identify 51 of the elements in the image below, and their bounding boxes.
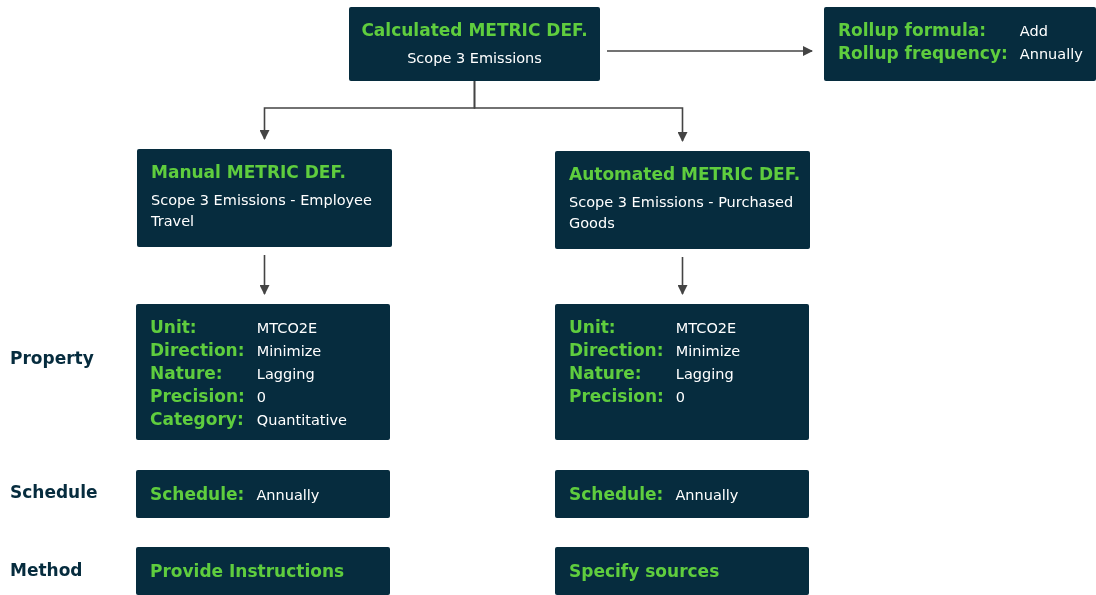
arrow (259, 254, 270, 295)
metric-box (136, 547, 390, 595)
metric-box (555, 304, 809, 440)
box-title: Automated METRIC DEF. (569, 163, 801, 185)
property-key: Precision: (150, 385, 245, 407)
property-key: Precision: (569, 385, 664, 407)
property-value: 0 (675, 388, 687, 407)
property-value: Quantitative (256, 411, 347, 430)
property-key: Rollup formula: (838, 19, 1008, 41)
metric-box (555, 547, 809, 595)
property-value: MTCO2E (256, 319, 319, 338)
property-value: Minimize (675, 342, 741, 361)
box-description: Scope 3 Emissions - Employee Travel (151, 191, 373, 231)
property-key: Unit: (150, 316, 245, 338)
property-key: Schedule: (569, 482, 664, 505)
metric-box (137, 149, 392, 247)
property-key: Schedule: (150, 482, 245, 505)
arrow (606, 46, 813, 56)
property-value: Minimize (256, 342, 323, 361)
box-description: Scope 3 Emissions (407, 49, 542, 68)
box-title: Provide Instructions (150, 560, 345, 582)
row-label: Property (10, 348, 94, 368)
row-label: Method (10, 560, 83, 580)
property-value: Annually (1019, 45, 1083, 64)
property-key: Nature: (569, 362, 664, 384)
metric-box (136, 470, 390, 518)
property-value: Annually (256, 485, 320, 505)
property-value: 0 (256, 388, 268, 407)
box-title: Calculated METRIC DEF. (361, 19, 588, 41)
arrow (677, 256, 688, 295)
box-title: Manual METRIC DEF. (151, 161, 347, 183)
property-value: MTCO2E (675, 319, 738, 338)
property-key: Rollup frequency: (838, 42, 1008, 64)
metric-box (555, 470, 809, 518)
metric-box (824, 7, 1096, 81)
metric-box (349, 7, 600, 81)
property-key: Direction: (569, 339, 664, 361)
arrow (473, 80, 688, 142)
property-value: Lagging (675, 365, 735, 384)
property-key: Unit: (569, 316, 664, 338)
property-key: Direction: (150, 339, 245, 361)
property-key: Category: (150, 408, 245, 430)
row-label: Schedule (10, 482, 98, 502)
property-key: Nature: (150, 362, 245, 384)
property-value: Lagging (256, 365, 316, 384)
metric-box (136, 304, 390, 440)
box-title: Specify sources (569, 560, 720, 582)
property-value: Add (1019, 22, 1049, 41)
box-description: Scope 3 Emissions - Purchased Goods (569, 193, 795, 233)
property-value: Annually (675, 485, 739, 505)
metric-box (555, 151, 810, 249)
